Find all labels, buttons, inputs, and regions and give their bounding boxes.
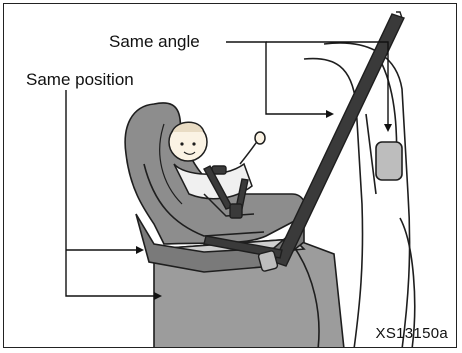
same-angle-label: Same angle xyxy=(107,32,202,52)
figure-frame: Same angle Same position XS13150a xyxy=(3,3,457,348)
figure-code: XS13150a xyxy=(376,325,448,342)
child-seat-illustration xyxy=(4,4,457,348)
same-position-label: Same position xyxy=(24,70,136,90)
same-angle-leader xyxy=(226,42,326,114)
